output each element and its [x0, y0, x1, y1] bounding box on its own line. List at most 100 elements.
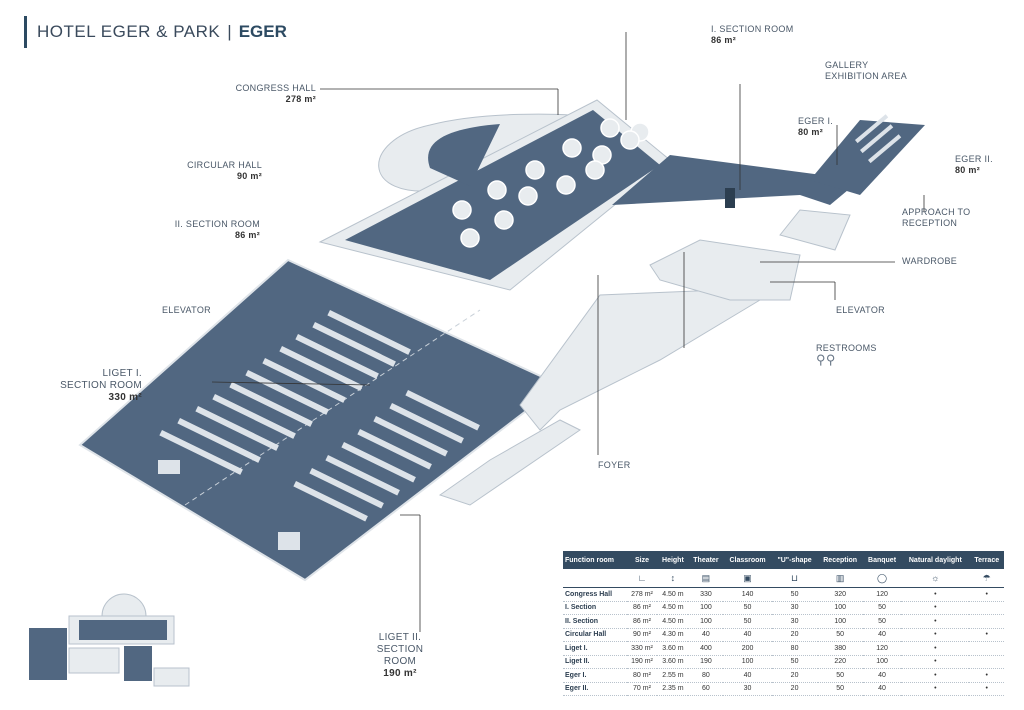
label-gallery-line2: EXHIBITION AREA: [825, 71, 908, 81]
cell-reception: 100: [817, 601, 863, 615]
cell-classroom: 200: [723, 641, 772, 656]
cell-room: Eger I.: [563, 668, 627, 683]
label-liget2-line2: SECTION: [376, 644, 424, 655]
liget2-seating: [278, 389, 480, 550]
cell-theater: 80: [688, 668, 724, 683]
label-eger2-size: 80 m²: [955, 165, 981, 175]
cell-terrace: [969, 601, 1004, 615]
banquet-icon: ◯: [862, 569, 902, 588]
foyer-lower: [438, 419, 581, 506]
label-gallery-line1: GALLERY: [825, 60, 869, 70]
cell-reception: 220: [817, 655, 863, 669]
label-circular: CIRCULAR HALL 90 m²: [170, 160, 262, 182]
cell-classroom: 100: [723, 655, 772, 669]
cell-u-shape: 30: [771, 614, 818, 629]
liget-floor: [78, 258, 562, 582]
cell-height: 3.60 m: [657, 641, 689, 656]
cell-daylight: •: [901, 668, 970, 683]
cell-daylight: •: [901, 601, 970, 615]
cell-terrace: •: [969, 682, 1004, 696]
label-eger1: EGER I. 80 m²: [798, 116, 833, 138]
cell-theater: 100: [688, 614, 724, 629]
cell-banquet: 100: [862, 655, 902, 669]
cell-u-shape: 20: [771, 668, 818, 683]
col-header-height: Height: [657, 551, 689, 569]
cell-height: 4.50 m: [657, 601, 689, 615]
cell-daylight: •: [901, 655, 970, 669]
cell-reception: 380: [817, 641, 863, 656]
cell-size: 80 m²: [626, 668, 658, 683]
label-circular-size: 90 m²: [236, 171, 262, 181]
label-approach-line2: RECEPTION: [902, 218, 958, 228]
cell-reception: 50: [817, 628, 863, 642]
blank-icon-cell: [563, 569, 627, 588]
liget1-seating: [158, 310, 411, 475]
col-header-u-shape: "U"-shape: [771, 551, 818, 569]
cell-height: 4.50 m: [657, 614, 689, 629]
cell-room: Liget I.: [563, 641, 627, 656]
label-restrooms-text: RESTROOMS: [816, 343, 877, 353]
col-header-daylight: Natural daylight: [901, 551, 970, 569]
cell-room: II. Section: [563, 614, 627, 629]
label-liget2-line1: LIGET II.: [378, 632, 422, 643]
label-section2-size: 86 m²: [234, 230, 260, 240]
cell-terrace: [969, 641, 1004, 656]
table-header-row: Function room Size Height Theater Classr…: [563, 551, 1004, 569]
gallery-floor: [612, 155, 860, 205]
cell-classroom: 50: [723, 601, 772, 615]
cell-size: 86 m²: [626, 614, 658, 629]
cell-terrace: •: [969, 628, 1004, 642]
cell-size: 190 m²: [626, 655, 658, 669]
col-header-function-room: Function room: [563, 551, 627, 569]
function-room-table: Function room Size Height Theater Classr…: [563, 551, 1004, 696]
cell-theater: 400: [688, 641, 724, 656]
col-header-banquet: Banquet: [862, 551, 902, 569]
cell-u-shape: 80: [771, 641, 818, 656]
approach-area: [779, 209, 851, 251]
liget-divider: [184, 309, 481, 506]
label-liget2-line3: ROOM: [383, 656, 417, 667]
label-liget1: LIGET I. SECTION ROOM 330 m²: [38, 368, 142, 404]
label-liget1-line2: SECTION ROOM: [60, 380, 142, 391]
label-foyer: FOYER: [598, 460, 631, 470]
label-eger2-name: EGER II.: [955, 154, 993, 164]
label-elevator-left: ELEVATOR: [162, 305, 211, 315]
classroom-icon: ▣: [723, 569, 772, 588]
cell-u-shape: 20: [771, 628, 818, 642]
leader-lines: [211, 32, 925, 632]
col-header-theater: Theater: [688, 551, 724, 569]
label-liget2-size: 190 m²: [383, 668, 417, 679]
cell-room: I. Section: [563, 601, 627, 615]
cell-classroom: 50: [723, 614, 772, 629]
cell-room: Congress Hall: [563, 587, 627, 602]
size-icon: ∟: [626, 569, 658, 588]
cell-daylight: •: [901, 628, 970, 642]
u-shape-icon: ⊔: [771, 569, 818, 588]
cell-reception: 50: [817, 668, 863, 683]
cell-classroom: 140: [723, 587, 772, 602]
height-icon: ↕: [657, 569, 689, 588]
cell-reception: 320: [817, 587, 863, 602]
cell-height: 2.55 m: [657, 668, 689, 683]
restroom-icon: ⚲⚲: [816, 352, 836, 367]
cell-theater: 100: [688, 601, 724, 615]
congress-round-tables: [452, 118, 650, 248]
hotel-name: HOTEL EGER & PARK: [37, 22, 221, 41]
label-approach-line1: APPROACH TO: [902, 207, 971, 217]
cell-room: Eger II.: [563, 682, 627, 696]
cell-banquet: 40: [862, 668, 902, 683]
cell-size: 278 m²: [626, 587, 658, 602]
cell-size: 330 m²: [626, 641, 658, 656]
col-header-reception: Reception: [817, 551, 863, 569]
wardrobe-area: [649, 239, 801, 301]
cell-daylight: •: [901, 587, 970, 602]
eger-seating: [855, 114, 902, 164]
label-congress-name: CONGRESS HALL: [235, 83, 316, 93]
cell-u-shape: 50: [771, 655, 818, 669]
cell-reception: 100: [817, 614, 863, 629]
